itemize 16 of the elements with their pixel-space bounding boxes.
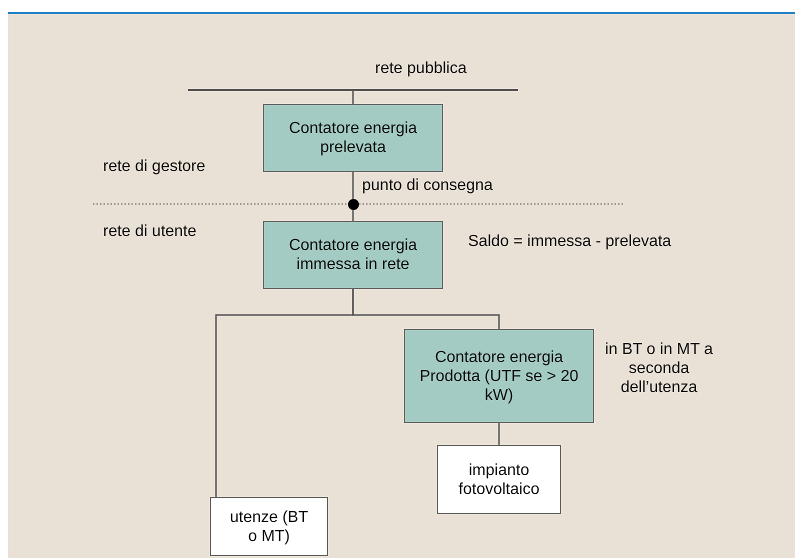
connector-line (352, 91, 354, 104)
meter-box: Contatore energia Prodotta (UTF se > 20 kW) (404, 329, 594, 423)
connector-line (352, 172, 354, 199)
annotation: punto di consegna (362, 176, 493, 195)
annotation: in BT o in MT a seconda dell’utenza (604, 340, 714, 397)
load-box: impianto fotovoltaico (437, 445, 561, 514)
connector-line (352, 210, 354, 221)
meter-box: Contatore energia immessa in rete (263, 221, 443, 289)
load-box: utenze (BT o MT) (210, 497, 328, 556)
region-label: rete di gestore (103, 157, 206, 176)
region-label: Saldo = immessa - prelevata (468, 232, 672, 251)
meter-box: Contatore energia prelevata (263, 104, 443, 172)
connector-line (498, 423, 500, 445)
region-label: rete di utente (103, 222, 196, 241)
bus-label: rete pubblica (375, 60, 467, 78)
connector-line (352, 289, 500, 329)
